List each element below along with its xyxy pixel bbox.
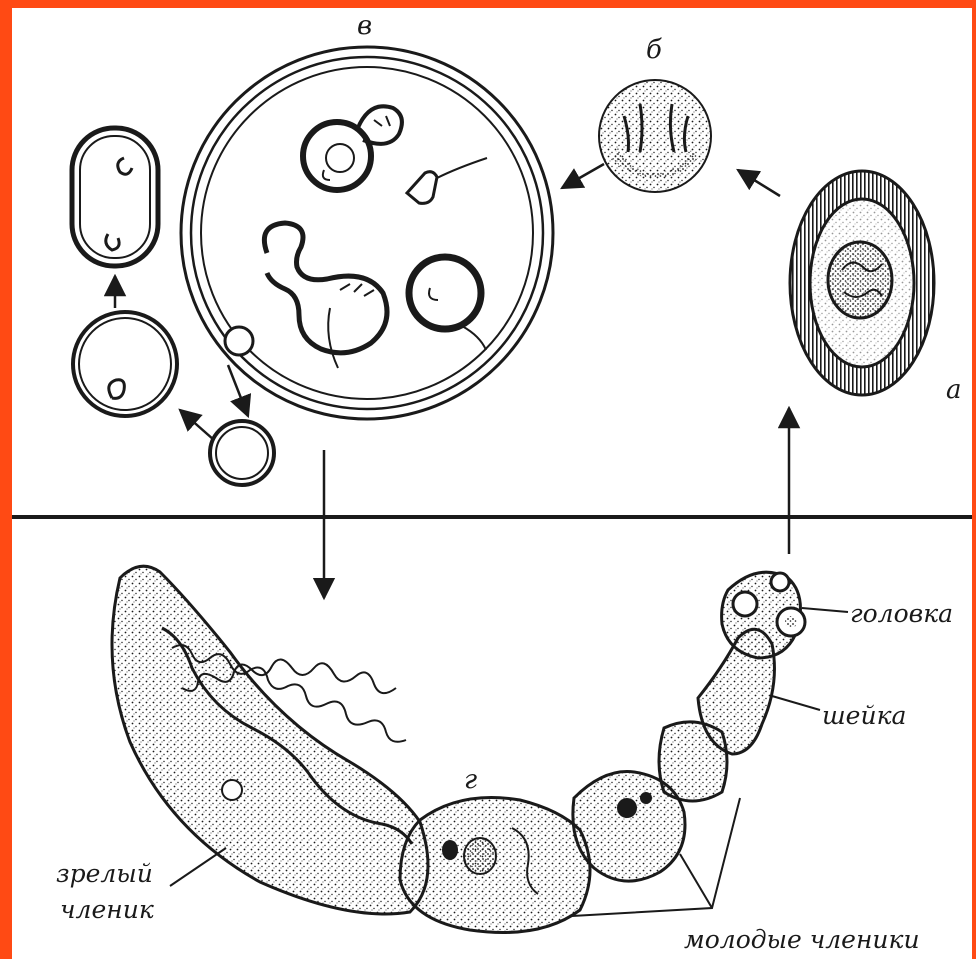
sucker-icon bbox=[771, 573, 789, 591]
arrow-a-to-b bbox=[738, 170, 780, 196]
cyst-stage-v bbox=[181, 47, 553, 419]
stage-letter-a: а bbox=[946, 375, 962, 405]
label-young-segments: молодые членики bbox=[684, 925, 920, 954]
tapeworm-life-cycle-diagram: а б в bbox=[12, 8, 972, 959]
sucker-icon bbox=[733, 592, 757, 616]
diagram-frame: а б в bbox=[12, 8, 972, 959]
stage-letter-g: г bbox=[464, 765, 477, 795]
label-neck: шейка bbox=[822, 701, 906, 730]
label-mature-segment-line2: членик bbox=[60, 895, 154, 924]
leader-neck bbox=[772, 696, 820, 710]
adult-tapeworm-stage-g bbox=[112, 566, 805, 932]
stage-letter-b: б bbox=[646, 35, 662, 65]
vesicle-middle bbox=[73, 312, 177, 416]
vesicle-oval-top bbox=[72, 128, 158, 266]
label-head: головка bbox=[850, 599, 953, 628]
embryo-stage-b bbox=[599, 80, 711, 192]
arrow-b-to-v bbox=[562, 164, 604, 188]
arrow-vesicle-small-to-middle bbox=[180, 410, 214, 440]
leader-young-segments-2 bbox=[680, 854, 712, 908]
stage-letter-v: в bbox=[357, 11, 372, 41]
label-mature-segment-line1: зрелый bbox=[56, 859, 153, 888]
leader-head bbox=[802, 608, 848, 612]
egg-stage-a bbox=[790, 171, 934, 395]
leader-mature-segment bbox=[170, 848, 226, 886]
vesicle-small-bottom bbox=[210, 421, 274, 485]
